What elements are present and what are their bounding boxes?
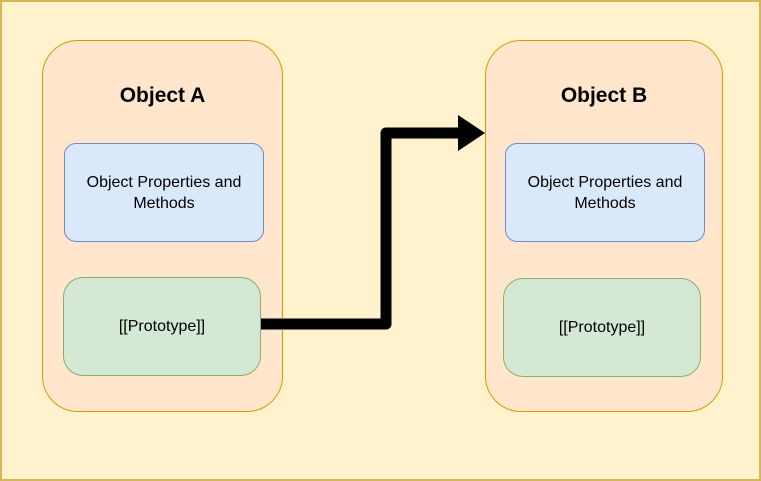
- prototype-link-arrow-head: [458, 115, 485, 151]
- object-b-prototype-box: [[Prototype]]: [503, 278, 701, 377]
- prototype-link-arrow-line: [261, 127, 460, 330]
- object-a-title: Object A: [119, 84, 206, 107]
- object-b-properties-label: Object Properties and Methods: [527, 173, 683, 212]
- object-b-prototype-label: [[Prototype]]: [558, 319, 646, 336]
- object-a-container: Object A Object Properties and Methods […: [42, 40, 283, 412]
- object-b-properties-box: Object Properties and Methods: [505, 143, 705, 242]
- object-a-prototype-label: [[Prototype]]: [118, 318, 206, 335]
- object-b-title: Object B: [560, 84, 648, 107]
- object-a-properties-box: Object Properties and Methods: [64, 143, 264, 242]
- object-a-properties-label: Object Properties and Methods: [86, 173, 242, 212]
- object-b-container: Object B Object Properties and Methods […: [485, 40, 723, 412]
- object-a-prototype-box: [[Prototype]]: [63, 277, 261, 376]
